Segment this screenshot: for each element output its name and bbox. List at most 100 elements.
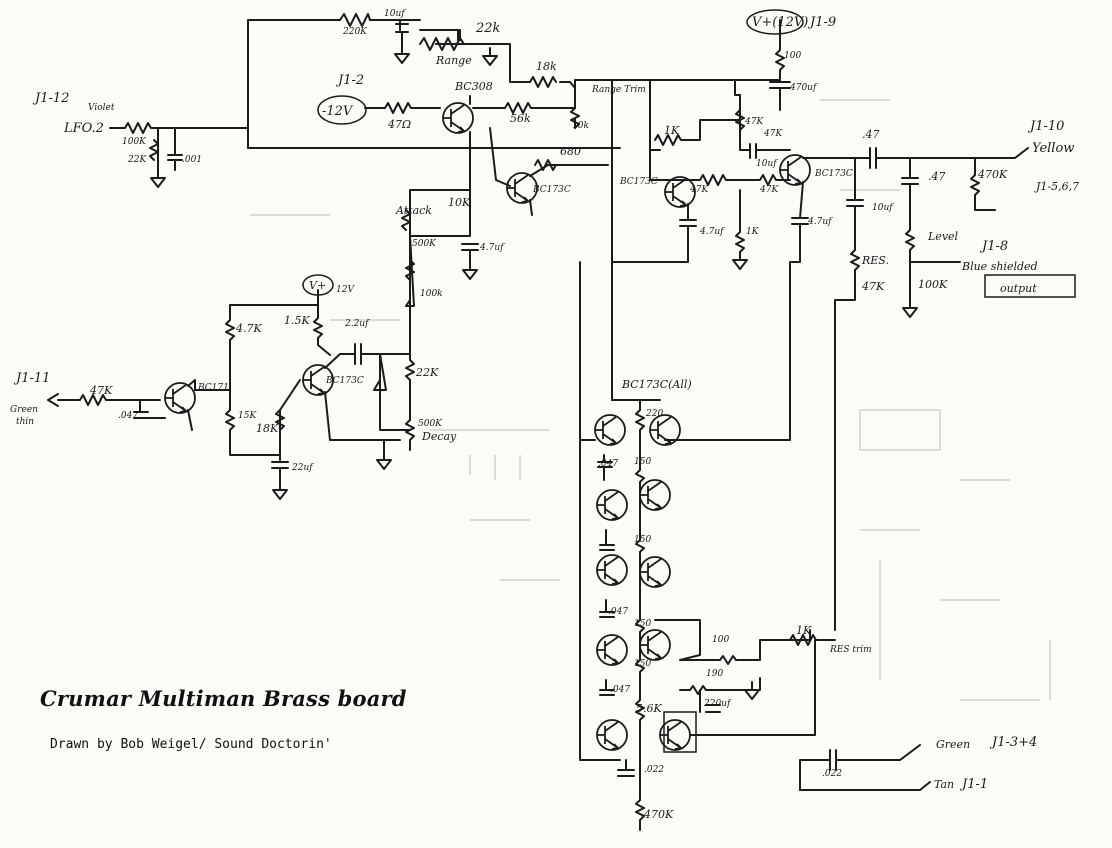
label-47-top: .47 <box>862 128 880 141</box>
label-violet: Violet <box>88 103 115 113</box>
label-range: Range <box>435 54 472 67</box>
label-range-trim: Range Trim <box>591 85 646 95</box>
label-022-b: .022 <box>822 769 842 779</box>
envelope-section <box>47 274 411 500</box>
pot-22k-range <box>419 29 465 51</box>
label-level: Level <box>927 230 959 243</box>
label-res: RES. <box>861 254 889 267</box>
label-neg12v: -12V <box>322 104 354 119</box>
ladder-filter <box>579 261 931 831</box>
label-j1-1: J1-1 <box>959 777 988 792</box>
label-bc173c-c: BC173C <box>814 169 853 179</box>
scan-ghost-marks <box>250 99 1051 701</box>
label-001: .001 <box>182 155 202 165</box>
label-decay: Decay <box>421 430 457 443</box>
label-47k-b: 47K <box>763 129 783 139</box>
label-j1-10: J1-10 <box>1027 119 1064 134</box>
label-j1-2: J1-2 <box>335 73 364 88</box>
label-22uf: 22uf <box>291 463 314 473</box>
label-bc171: BC171 <box>197 383 229 393</box>
label-10uf-r: 10uf <box>872 203 894 213</box>
label-j1-8: J1-8 <box>979 239 1008 254</box>
label-047-a: .047 <box>598 459 618 469</box>
label-yellow: Yellow <box>1032 141 1074 156</box>
label-lfo: LFO.2 <box>63 121 104 136</box>
label-47k-res: 47K <box>861 280 885 293</box>
label-190: 190 <box>706 669 723 679</box>
resistor-18k <box>529 76 557 88</box>
resistor-220k <box>339 13 371 27</box>
range-section <box>109 13 781 470</box>
label-47-ohm: 47Ω <box>387 118 411 131</box>
label-18k: 18k <box>536 60 557 73</box>
label-bc173c-b: BC173C <box>619 177 658 187</box>
label-j1-3-4: J1-3+4 <box>989 735 1037 750</box>
label-47k-in: 47K <box>89 384 113 397</box>
label-bc173c-all: BC173C(All) <box>621 378 692 391</box>
label-47k-c: 47K <box>689 185 709 195</box>
label-220k: 220K <box>342 27 368 37</box>
label-2-2uf: 2.2uf <box>344 319 370 329</box>
label-bc173-env: BC173C <box>325 376 364 386</box>
label-1k-a: 1K <box>664 124 680 137</box>
label-12v-mid: 12V <box>336 285 355 295</box>
cap-10uf-top <box>395 23 409 47</box>
label-100k-level: 100K <box>918 278 948 291</box>
page-title: Crumar Multiman Brass board <box>40 686 407 711</box>
label-10k-attack: 10K <box>448 196 471 209</box>
label-100-b: 100 <box>712 635 729 645</box>
label-1-5k: 1.5K <box>284 314 310 327</box>
label-10k-trim: 10k <box>572 121 589 131</box>
label-47-b: .47 <box>928 170 946 183</box>
label-47k-d: 47K <box>759 185 779 195</box>
component-labels: 220K 10uf 22k Range 18k Range Trim 10k J… <box>10 9 1079 821</box>
label-green-b: Green <box>936 738 970 751</box>
label-10uf: 10uf <box>384 9 406 19</box>
label-470uf: 470uf <box>789 83 818 93</box>
label-j1-5-6-7: J1-5,6,7 <box>1034 180 1079 193</box>
label-22k-mid: 22K <box>415 366 439 379</box>
label-4-7k: 4.7K <box>235 322 262 335</box>
author-credit: Drawn by Bob Weigel/ Sound Doctorin' <box>50 737 332 752</box>
label-vplus-mid: V+ <box>309 279 326 292</box>
label-attack: Attack <box>395 204 432 217</box>
label-680: 680 <box>560 145 581 158</box>
label-tan: Tan <box>934 778 954 791</box>
label-green: Green <box>10 405 38 415</box>
label-j1-11: J1-11 <box>13 371 50 386</box>
label-15k: 15K <box>238 411 257 421</box>
preamp-section <box>611 9 1076 631</box>
label-500k-decay: 500K <box>418 419 443 429</box>
label-470k: 470K <box>977 168 1008 181</box>
label-047-b: .047 <box>608 607 628 617</box>
label-022: .022 <box>644 765 664 775</box>
label-bc173c-a: BC173C <box>532 185 571 195</box>
label-220: 220 <box>645 409 663 419</box>
label-100k-mid: 100k <box>420 289 443 299</box>
label-500k-attack: 500K <box>412 239 437 249</box>
label-10uf-mid: 10uf <box>756 159 778 169</box>
label-bc308: BC308 <box>454 80 493 93</box>
label-res-trim: RES trim <box>829 645 872 655</box>
label-thin: thin <box>16 417 34 427</box>
label-470k-b: 470K <box>643 808 674 821</box>
label-150-d: 150 <box>634 659 651 669</box>
label-150-a: 150 <box>634 457 651 467</box>
label-j1-12: J1-12 <box>32 91 69 106</box>
label-18k-env: 18K <box>256 422 279 435</box>
label-j1-9: J1-9 <box>807 15 836 30</box>
label-150-c: 150 <box>634 619 651 629</box>
label-1k-b: 1K <box>746 227 760 237</box>
label-100-top: 100 <box>784 51 801 61</box>
label-047-in: .047 <box>118 411 138 421</box>
label-100k-lfo: 100K <box>122 137 147 147</box>
label-220uf: 220uf <box>703 699 732 709</box>
label-1k-res: 1K <box>796 624 812 637</box>
label-4-7uf-b: 4.7uf <box>807 217 833 227</box>
label-47k-a: 47K <box>744 117 764 127</box>
label-56k: 56k <box>510 112 531 125</box>
label-22k-lfo: 22K <box>127 155 147 165</box>
label-v12-top: V+(12V) <box>752 15 808 30</box>
